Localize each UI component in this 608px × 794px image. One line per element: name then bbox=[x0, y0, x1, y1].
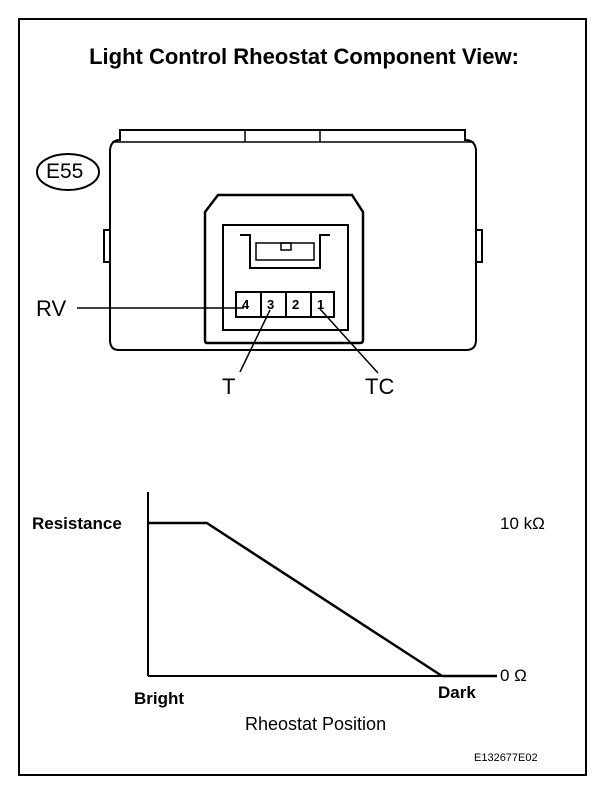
terminal-label-tc: TC bbox=[365, 374, 395, 399]
resistance-curve bbox=[148, 521, 443, 678]
connector-id-label: E55 bbox=[46, 160, 84, 183]
terminal-label-t: T bbox=[222, 374, 236, 399]
graph-x-right-label: Dark bbox=[438, 683, 476, 702]
graph-y-low-label: 0 Ω bbox=[500, 666, 527, 685]
connector-body bbox=[103, 129, 483, 351]
pin-row bbox=[235, 291, 335, 318]
pin-label-4: 4 bbox=[242, 297, 250, 312]
connector-housing bbox=[203, 193, 365, 345]
graph-y-high-label: 10 kΩ bbox=[500, 514, 545, 533]
pin-label-1: 1 bbox=[317, 297, 325, 312]
figure-code: E132677E02 bbox=[474, 752, 538, 764]
graph-curve-layer bbox=[148, 521, 497, 678]
graph-x-label: Rheostat Position bbox=[245, 714, 387, 734]
graph-y-label: Resistance bbox=[32, 514, 122, 533]
connector-id-badge bbox=[36, 153, 100, 191]
graph-x-left-label: Bright bbox=[134, 689, 185, 708]
pin-label-3: 3 bbox=[267, 297, 275, 312]
terminal-label-rv: RV bbox=[36, 296, 67, 321]
figure-title: Light Control Rheostat Component View: bbox=[89, 44, 519, 69]
terminal-leaders bbox=[77, 307, 379, 374]
graph-axes bbox=[147, 492, 497, 677]
pin-label-2: 2 bbox=[292, 297, 300, 312]
